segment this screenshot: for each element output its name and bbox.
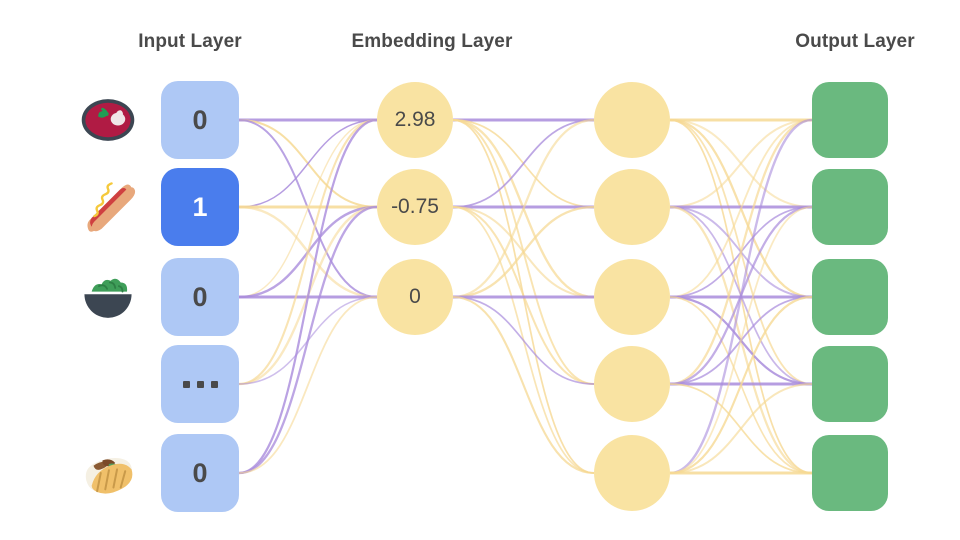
green-salad-icon <box>79 268 137 326</box>
hidden-node-0[interactable] <box>594 82 670 158</box>
input-node-0[interactable]: 0 <box>161 81 239 159</box>
hot-dog-icon <box>79 178 137 236</box>
embedding-layer-title: Embedding Layer <box>351 31 513 52</box>
output-node-2[interactable] <box>812 259 888 335</box>
hidden-node-1[interactable] <box>594 169 670 245</box>
ellipsis-icon <box>182 380 218 388</box>
output-node-0[interactable] <box>812 82 888 158</box>
embedding-node-1[interactable]: -0.75 <box>377 169 453 245</box>
input-node-ellipsis[interactable] <box>161 345 239 423</box>
output-layer-title: Output Layer <box>795 31 915 52</box>
hidden-node-4[interactable] <box>594 435 670 511</box>
input-node-2[interactable]: 0 <box>161 258 239 336</box>
output-node-4[interactable] <box>812 435 888 511</box>
input-node-1[interactable]: 1 <box>161 168 239 246</box>
burrito-icon <box>79 444 137 502</box>
output-node-3[interactable] <box>812 346 888 422</box>
hidden-node-3[interactable] <box>594 346 670 422</box>
embedding-node-2[interactable]: 0 <box>377 259 453 335</box>
input-layer-title: Input Layer <box>138 31 242 52</box>
input-node-4[interactable]: 0 <box>161 434 239 512</box>
hidden-node-2[interactable] <box>594 259 670 335</box>
output-node-1[interactable] <box>812 169 888 245</box>
embedding-node-0[interactable]: 2.98 <box>377 82 453 158</box>
stew-bowl-icon <box>79 91 137 149</box>
